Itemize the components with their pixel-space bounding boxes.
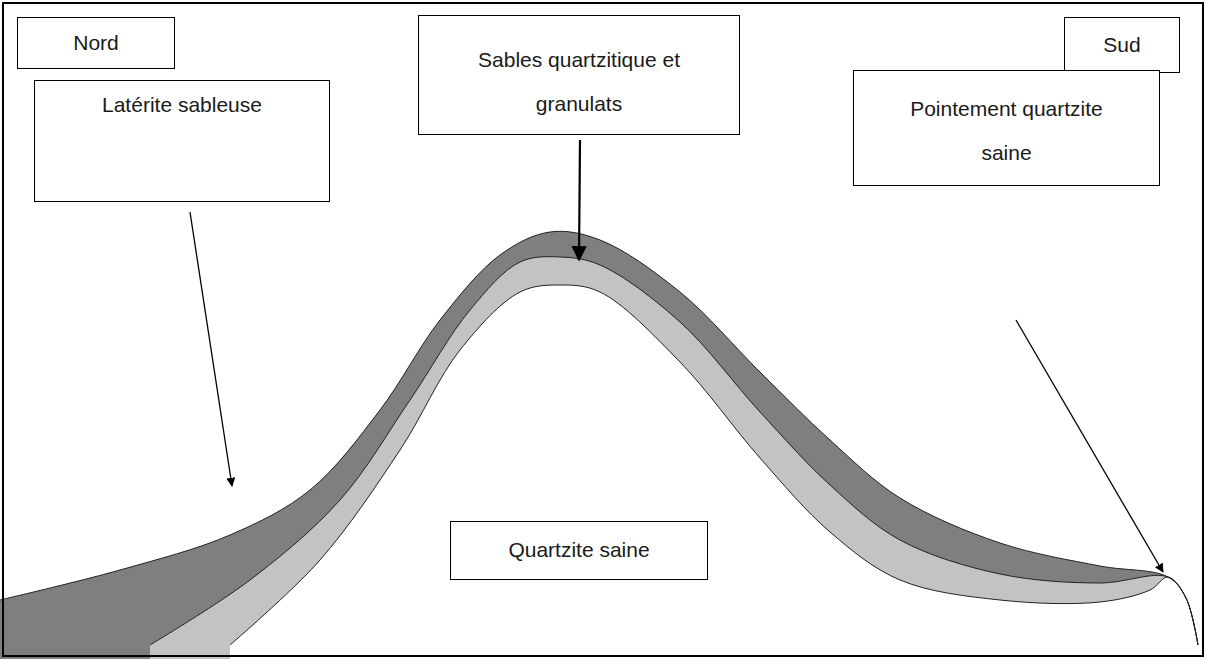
label-text: Quartzite saine — [461, 536, 697, 564]
leader-line — [190, 212, 232, 486]
rock-label-box: Quartzite saine — [450, 521, 708, 580]
layer-outline — [150, 257, 1198, 645]
layer-outline — [230, 285, 1198, 645]
frame — [3, 3, 1203, 656]
laterite-layer — [0, 231, 1198, 659]
quartzite-body — [230, 285, 1198, 659]
leader-line — [1016, 320, 1163, 572]
leader-line — [579, 140, 580, 260]
layer-label-box: Latérite sableuse — [34, 80, 330, 202]
label-text: Nord — [26, 29, 166, 57]
sand-layer — [150, 257, 1198, 659]
layer-outline — [0, 231, 1198, 645]
label-text: Pointement quartzite saine — [910, 87, 1103, 175]
outcrop-label-box: Pointement quartzite saine — [853, 70, 1160, 186]
label-text: Latérite sableuse — [45, 91, 319, 119]
direction-box: Nord — [17, 17, 175, 69]
label-text: Sud — [1073, 31, 1171, 59]
layer-label-box: Sables quartzitique et granulats — [418, 15, 740, 135]
label-text: Sables quartzitique et granulats — [449, 38, 709, 126]
direction-box: Sud — [1064, 17, 1180, 73]
